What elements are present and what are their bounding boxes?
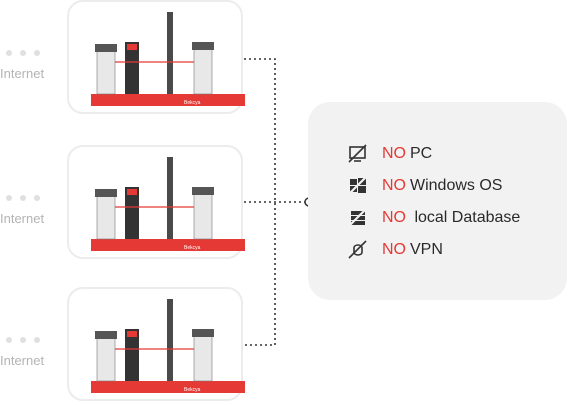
turnstile-illustration: Bekcya xyxy=(91,299,245,393)
offline-dots xyxy=(6,337,60,343)
internet-label: Internet xyxy=(0,353,45,368)
station-card: Bekcya xyxy=(67,287,245,401)
feature-text: Windows OS xyxy=(410,177,503,194)
station-row-3: Internet Bekcya xyxy=(0,287,260,405)
no-label: NO xyxy=(382,241,406,258)
turnstile-illustration: Bekcya xyxy=(91,157,245,251)
feature-item: NO PC xyxy=(348,144,432,164)
features-panel: NO PC NO Windows OS NO local Database NO… xyxy=(308,102,567,300)
offline-dots xyxy=(6,195,60,201)
feature-text: VPN xyxy=(410,241,443,258)
station-row-1: Internet Bekcya xyxy=(0,0,260,118)
internet-indicator: Internet xyxy=(0,337,60,368)
vpn-off-icon xyxy=(348,240,368,260)
station-card: Bekcya xyxy=(67,145,245,259)
feature-item: NO local Database xyxy=(348,208,520,228)
windows-off-icon xyxy=(348,176,368,196)
no-label: NO xyxy=(382,209,406,226)
internet-label: Internet xyxy=(0,66,45,81)
internet-indicator: Internet xyxy=(0,50,60,81)
brand-logo-text: Bekcya xyxy=(184,100,201,106)
internet-label: Internet xyxy=(0,211,45,226)
database-off-icon xyxy=(348,208,368,228)
monitor-off-icon xyxy=(348,144,368,164)
turnstile-illustration: Bekcya xyxy=(91,12,245,106)
internet-indicator: Internet xyxy=(0,195,60,226)
feature-item: NO Windows OS xyxy=(348,176,502,196)
brand-logo-text: Bekcya xyxy=(184,245,201,251)
feature-text: PC xyxy=(410,145,433,162)
no-label: NO xyxy=(382,145,406,162)
no-label: NO xyxy=(382,177,406,194)
offline-dots xyxy=(6,50,60,56)
feature-text: local Database xyxy=(410,209,521,226)
station-row-2: Internet Bekcya xyxy=(0,145,260,263)
brand-logo-text: Bekcya xyxy=(184,387,201,393)
station-card: Bekcya xyxy=(67,0,245,114)
feature-item: NO VPN xyxy=(348,240,443,260)
